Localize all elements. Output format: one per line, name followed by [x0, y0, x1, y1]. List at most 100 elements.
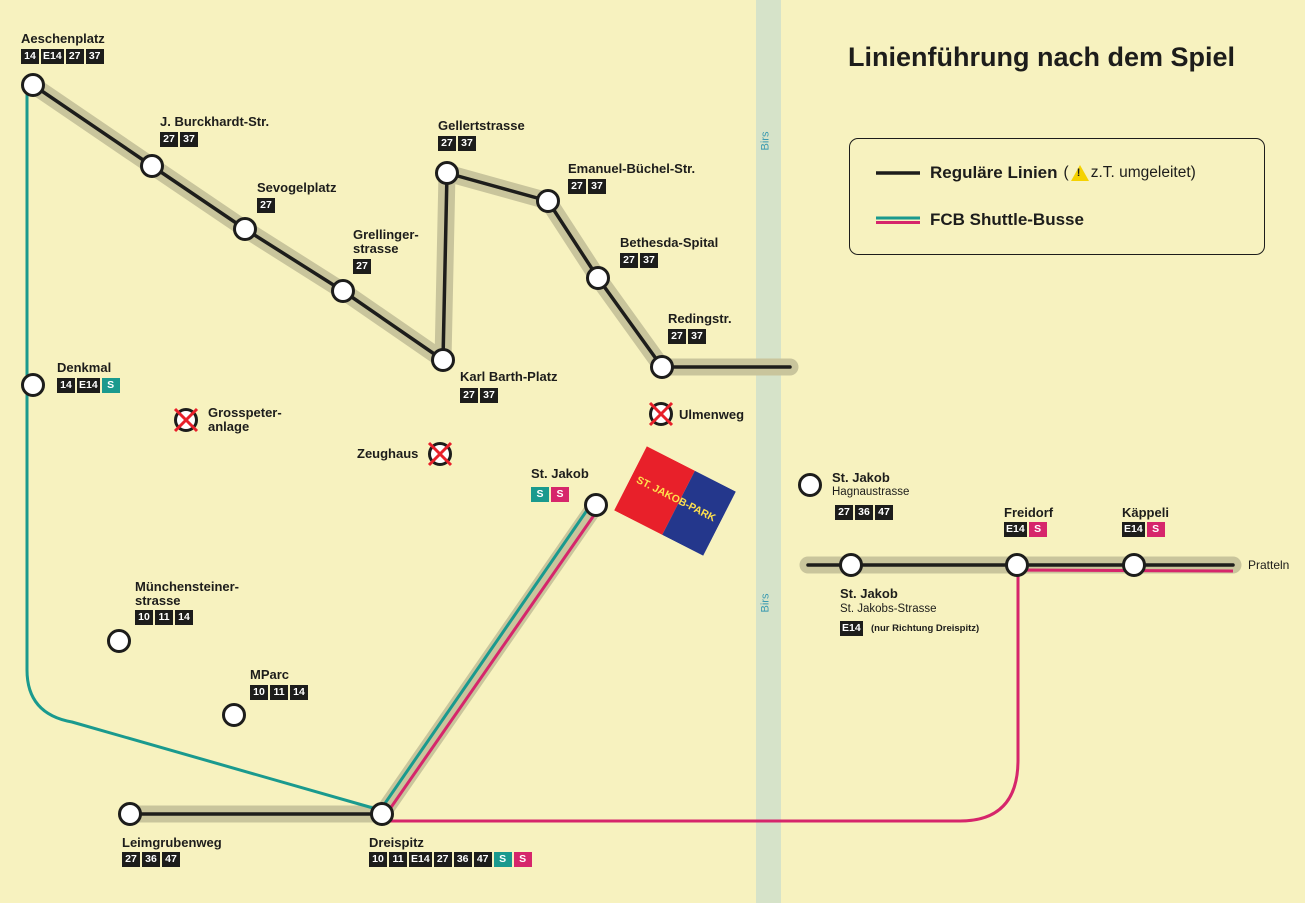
line-badge: 47 [473, 852, 492, 867]
line-badge: 27 [257, 198, 275, 213]
warning-triangle-icon [1070, 165, 1089, 181]
legend-regular-label: Reguläre Linien [930, 163, 1058, 182]
line-badge: 37 [688, 329, 706, 344]
shuttle-teal-stadium [377, 502, 594, 813]
legend-regular-swatch [876, 171, 920, 175]
line-badge: 37 [180, 132, 198, 147]
line-badge: 27 [620, 253, 638, 268]
line-badge: 11 [389, 852, 407, 867]
line-badge: 27 [433, 852, 452, 867]
legend-shuttle-label: FCB Shuttle-Busse [930, 210, 1084, 229]
stop-label-leimgrubenweg: Leimgrubenweg [122, 835, 222, 850]
stop-label-aeschenplatz: Aeschenplatz [21, 31, 105, 46]
line-badge: E14 [409, 852, 432, 867]
stop-label-st-jakob-hagnau: St. Jakob [832, 470, 890, 485]
line-badge: 36 [142, 852, 160, 867]
stop-label-gellert: Gellertstrasse [438, 118, 525, 133]
line-badge: 14 [175, 610, 193, 625]
legend-shuttle-swatch [876, 216, 920, 224]
stop-lines-sevogelplatz: 27 [257, 198, 275, 213]
closed-label-ulmenweg: Ulmenweg [679, 407, 745, 422]
line-badge: 14 [57, 378, 75, 393]
stop-grellinger [331, 279, 355, 303]
shuttle-pink-stadium [383, 507, 601, 817]
closed-stop-icon [427, 441, 453, 467]
legend-regular: Reguläre Linien ( z.T. umgeleitet) [876, 163, 1196, 183]
stop-muenchensteiner [107, 629, 131, 653]
line-badge: 27 [160, 132, 178, 147]
stop-burckhardt [140, 154, 164, 178]
river-label-top: Birs [759, 131, 772, 151]
line-badge: 27 [835, 505, 853, 520]
stop-label-emanuel: Emanuel-Büchel-Str. [568, 161, 696, 176]
line-badge: 36 [453, 852, 472, 867]
edge-label-pratteln: Pratteln [1248, 558, 1290, 572]
stop-sublabel-st-jakob-strasse: St. Jakobs-Strasse [840, 603, 937, 615]
stop-label-denkmal: Denkmal [57, 360, 112, 375]
line-badge: S [551, 487, 569, 502]
stop-label-mparc: MParc [250, 667, 290, 682]
line-badge: 47 [875, 505, 893, 520]
line-badge: E14 [77, 378, 100, 393]
line-badge: 27 [122, 852, 140, 867]
legend-regular-paren: ( [1063, 164, 1069, 181]
stop-kaeppeli [1122, 553, 1146, 577]
line-badge: S [1028, 522, 1047, 537]
stop-st-jakob-strasse [839, 553, 863, 577]
stop-label-redings: Redingstr. [668, 311, 732, 326]
line-badge: 37 [458, 136, 476, 151]
stop-st-jakob-hagnau [798, 473, 822, 497]
stop-dreispitz [370, 802, 394, 826]
closed-label-grosspeter: Grosspeter- anlage [208, 405, 282, 434]
closed-stop-icon [173, 407, 199, 433]
stop-emanuel [536, 189, 560, 213]
line-badge: 27 [438, 136, 456, 151]
line-badge: 27 [460, 388, 478, 403]
line-badge: 27 [353, 259, 371, 274]
stop-bethesda [586, 266, 610, 290]
line-badge: S [531, 487, 549, 502]
legend-shuttle: FCB Shuttle-Busse [876, 210, 1084, 230]
closed-label-zeughaus: Zeughaus [357, 446, 419, 461]
stop-label-burckhardt: J. Burckhardt-Str. [160, 114, 270, 129]
stop-label-bethesda: Bethesda-Spital [620, 235, 719, 250]
line-badge: 37 [588, 179, 606, 194]
stop-mparc [222, 703, 246, 727]
shuttle-teal-west [25, 85, 381, 812]
river-birs [756, 0, 781, 903]
map-title: Linienführung nach dem Spiel [848, 42, 1236, 72]
stop-redings [650, 355, 674, 379]
stop-label-st-jakob-shuttle: St. Jakob [531, 466, 589, 481]
stop-label-grellinger: Grellinger- strasse [353, 227, 419, 256]
line-badge: E14 [41, 49, 64, 64]
line-badge: 27 [668, 329, 686, 344]
stop-freidorf [1005, 553, 1029, 577]
stop-gellert [435, 161, 459, 185]
line-badge: 37 [640, 253, 658, 268]
stop-sublabel-st-jakob-hagnau: Hagnaustrasse [832, 486, 910, 498]
line-badge: 14 [21, 49, 39, 64]
line-badge: 11 [270, 685, 288, 700]
closed-stop-icon [648, 401, 674, 427]
stop-sevogelplatz [233, 217, 257, 241]
line-badge: E14 [1122, 522, 1145, 537]
stop-label-muenchensteiner: Münchensteiner- strasse [135, 579, 240, 608]
line-badge: 14 [290, 685, 308, 700]
stop-karl-barth [431, 348, 455, 372]
